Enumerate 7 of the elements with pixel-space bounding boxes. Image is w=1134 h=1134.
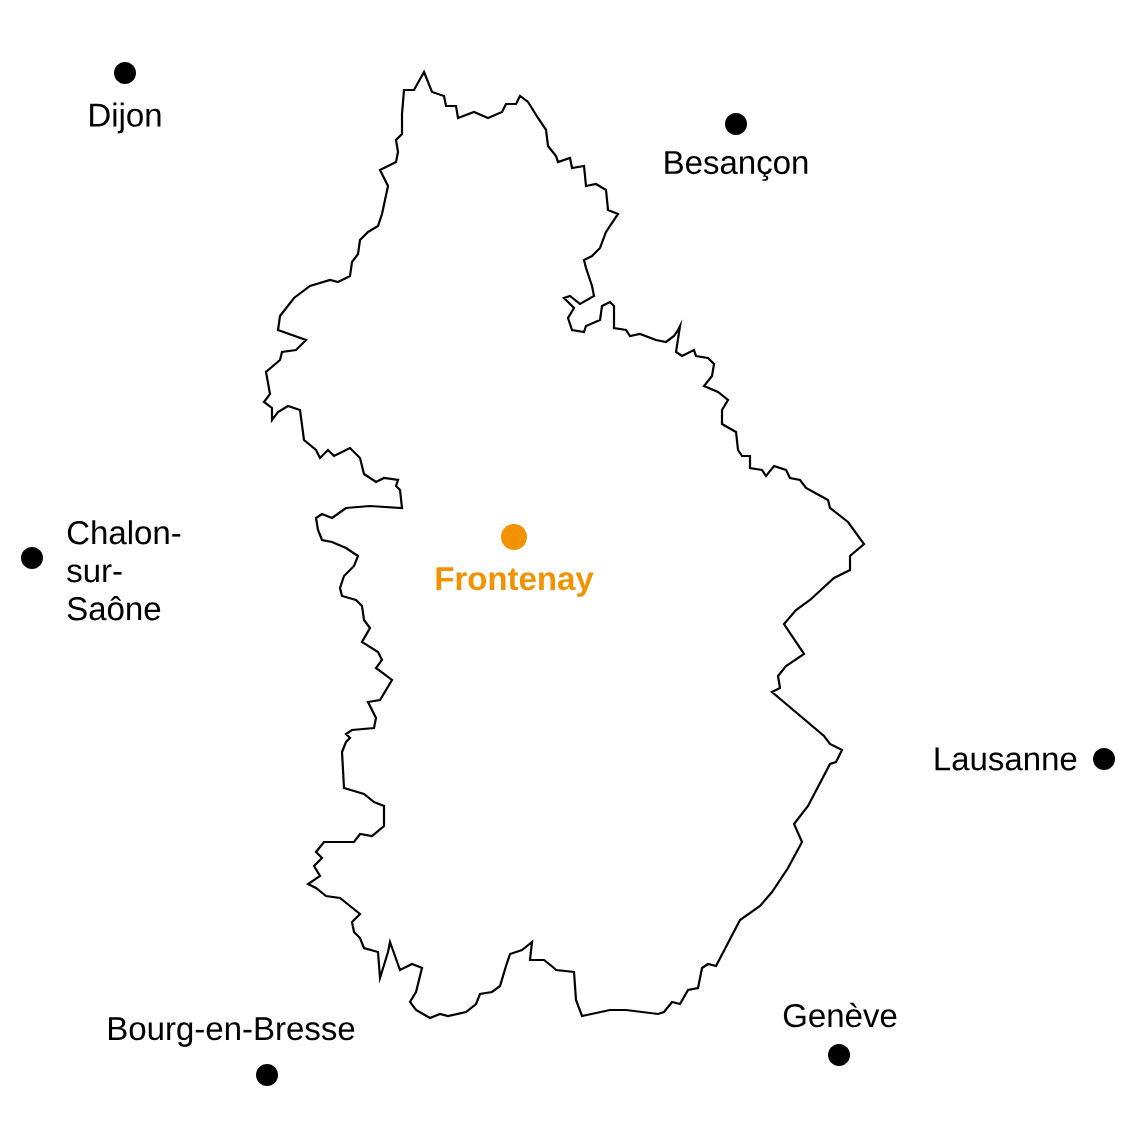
city-name: Genève [783, 1002, 897, 1028]
city-name: Besançon [665, 151, 808, 181]
city-name: Chalon-sur-Saône [67, 520, 181, 621]
city-name: Dijon [90, 102, 161, 134]
city-name: Lausanne [935, 747, 1077, 771]
city-name: Bourg-en-Bresse [109, 1017, 355, 1047]
city-name: Frontenay [436, 567, 594, 597]
